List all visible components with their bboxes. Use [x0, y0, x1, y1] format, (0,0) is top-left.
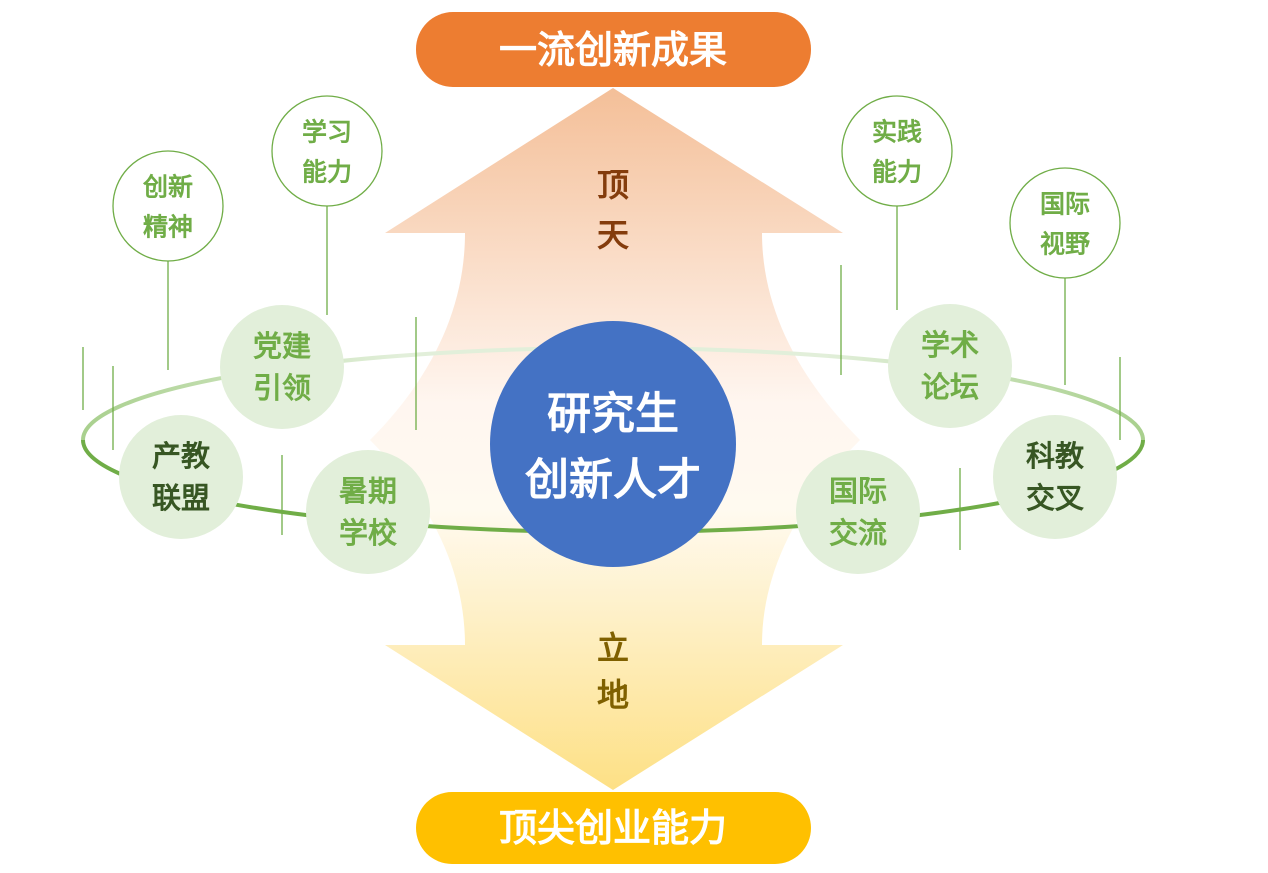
ring-circle: 暑期 学校 — [306, 450, 430, 574]
ring-circle-line: 论坛 — [921, 370, 979, 404]
ring-circle-line: 暑期 — [339, 474, 397, 508]
bottom-banner-label: 顶尖创业能力 — [499, 806, 727, 850]
center-subtitle: 创新人才 — [525, 455, 701, 506]
ring-circle-line: 联盟 — [152, 481, 210, 515]
outer-circle-line: 精神 — [143, 213, 193, 242]
center-circle: 研究生 创新人才 — [490, 321, 736, 567]
outer-circle-line: 创新 — [142, 173, 193, 202]
up-arrow-char: 天 — [597, 216, 629, 254]
ring-circle-line: 学校 — [339, 516, 397, 550]
ring-circle-line: 产教 — [152, 439, 210, 473]
center-title: 研究生 — [547, 389, 679, 440]
top-banner: 一流创新成果 — [416, 12, 811, 87]
ring-circle: 国际 交流 — [796, 450, 920, 574]
up-arrow-char: 顶 — [597, 166, 629, 204]
outer-circle: 学习 能力 — [271, 95, 383, 207]
decor-lines — [82, 206, 1121, 550]
ring-circle: 党建 引领 — [220, 305, 344, 429]
ring-circle-line: 学术 — [921, 328, 979, 362]
down-arrow-char: 地 — [597, 676, 629, 714]
ring-circle-line: 科教 — [1026, 439, 1084, 473]
outer-circle-line: 实践 — [872, 118, 922, 147]
outer-circle: 国际 视野 — [1009, 167, 1121, 279]
outer-circle-line: 视野 — [1040, 230, 1090, 259]
top-banner-label: 一流创新成果 — [499, 28, 727, 72]
ring-circle-line: 引领 — [253, 371, 311, 405]
outer-circle: 实践 能力 — [841, 95, 953, 207]
outer-circle-line: 能力 — [302, 158, 352, 187]
outer-circle: 创新 精神 — [112, 150, 224, 262]
bottom-banner: 顶尖创业能力 — [416, 792, 811, 864]
ring-circle-line: 国际 — [829, 474, 887, 508]
ring-circle-line: 交流 — [829, 516, 887, 550]
outer-circle-line: 国际 — [1040, 190, 1090, 219]
ring-circle: 学术 论坛 — [888, 304, 1012, 428]
down-arrow-char: 立 — [597, 629, 629, 667]
ring-circle-line: 党建 — [253, 329, 311, 363]
ring-circle-line: 交叉 — [1026, 481, 1084, 515]
ring-circle: 产教 联盟 — [119, 415, 243, 539]
outer-circle-line: 能力 — [872, 158, 922, 187]
outer-circle-line: 学习 — [302, 118, 352, 147]
ring-circle: 科教 交叉 — [993, 415, 1117, 539]
